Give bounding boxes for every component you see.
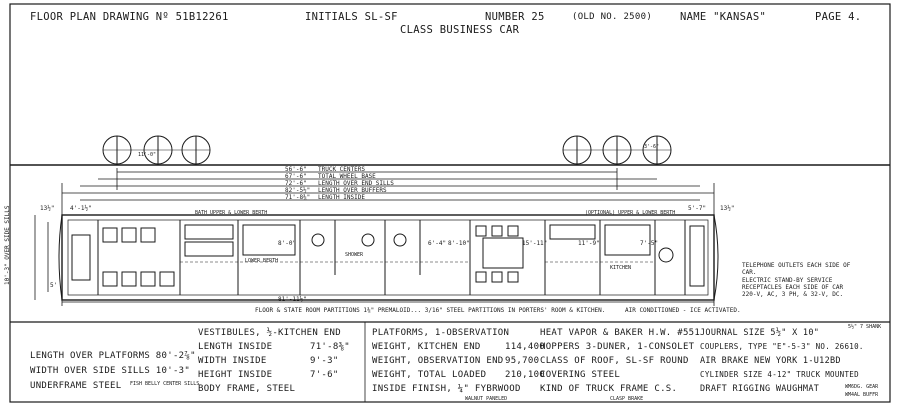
dim-11-9: 11'-9" xyxy=(578,240,600,247)
wheel-base-total-value: 67'-6" xyxy=(285,173,307,180)
buffers-label: LENGTH OVER BUFFERS xyxy=(318,187,387,194)
spec-air-brake: AIR BRAKE NEW YORK 1-U12BD xyxy=(700,356,841,366)
spec-buffer-note: WM4AL BUFFR xyxy=(845,392,879,398)
spec-weight-kitchen: WEIGHT, KITCHEN END xyxy=(372,342,481,352)
truck-centers-label: TRUCK CENTERS xyxy=(318,166,365,173)
dim-8-0: 8'-0" xyxy=(278,240,297,247)
dim-15-11: 15'-11" xyxy=(522,240,548,247)
wheel-base-total-label: TOTAL WHEEL BASE xyxy=(318,173,376,180)
spec-weight-kitchen-value: 114,400 xyxy=(505,342,546,352)
side-sills-label: 10'-3" OVER SIDE SILLS xyxy=(4,205,11,285)
initials: INITIALS SL-SF xyxy=(305,11,398,23)
dim-5: 5' xyxy=(50,282,58,289)
dimension-lines xyxy=(34,168,715,306)
spec-gear-note: WM6DG. GEAR xyxy=(845,384,879,390)
spec-height-inside: HEIGHT INSIDE xyxy=(198,370,273,380)
page-number: PAGE 4. xyxy=(815,11,862,23)
spec-width-inside: WIDTH INSIDE xyxy=(198,356,267,366)
berth-right-label: (OPTIONAL) UPPER & LOWER BERTH xyxy=(585,210,676,216)
spec-width-inside-value: 9'-3" xyxy=(310,356,339,366)
spec-underframe: UNDERFRAME STEEL xyxy=(30,381,122,391)
kitchen-label: KITCHEN xyxy=(610,265,632,271)
spec-length-inside: LENGTH INSIDE xyxy=(198,342,273,352)
spec-vestibules: VESTIBULES, ½-KITCHEN END xyxy=(198,328,341,338)
spec-cylinder: CYLINDER SIZE 4-12" TRUCK MOUNTED xyxy=(700,370,859,379)
air-note: AIR CONDITIONED - ICE ACTIVATED. xyxy=(625,307,741,314)
shower-label: SHOWER xyxy=(345,252,364,258)
side-right-dim: 13½" xyxy=(720,205,735,212)
spec-width-over-side-sills: WIDTH OVER SIDE SILLS 10'-3" xyxy=(30,366,191,376)
telephone-note-2: CAR. xyxy=(742,269,757,276)
vestibule-left-dim: 4'-1½" xyxy=(70,205,92,212)
spec-inside-finish: INSIDE FINISH, ¼" FYBRWOOD xyxy=(372,384,521,394)
dim-7-5: 7'-5" xyxy=(640,240,659,247)
vestibule-right-dim: 5'-7" xyxy=(688,205,707,212)
old-number: (OLD NO. 2500) xyxy=(572,12,653,22)
spec-platforms: PLATFORMS, 1-OBSERVATION xyxy=(372,328,510,338)
spec-couplers: COUPLERS, TYPE "E"-5-3" NO. 26610. xyxy=(700,342,864,351)
buffers-value: 82'-5½" xyxy=(285,187,311,194)
berth-left-label: BATH UPPER & LOWER BERTH xyxy=(195,210,268,216)
lower-dimension: 81'-11½" xyxy=(278,296,307,303)
car-body-plan xyxy=(58,214,719,301)
left-truck xyxy=(102,135,211,165)
spec-weight-observation-value: 95,700 xyxy=(505,356,540,366)
drawing-number: FLOOR PLAN DRAWING Nº 51B12261 xyxy=(30,11,229,23)
spec-table-lines xyxy=(10,321,890,402)
length-inside-value: 71'-8⅜" xyxy=(285,194,311,201)
car-class: CLASS BUSINESS CAR xyxy=(400,24,520,36)
wheel-base-label: 11'-0" xyxy=(138,152,157,158)
end-sills-label: LENGTH OVER END SILLS xyxy=(318,180,394,187)
spec-clasp-brake-note: CLASP BRAKE xyxy=(610,396,644,402)
truck-centers-value: 56'-6" xyxy=(285,166,307,173)
side-left-dim: 13½" xyxy=(40,205,55,212)
spec-weight-total-value: 210,100 xyxy=(505,370,546,380)
car-name: NAME "KANSAS" xyxy=(680,11,767,23)
drawing-frame xyxy=(9,3,891,403)
spec-covering: COVERING STEEL xyxy=(540,370,621,380)
right-truck xyxy=(562,135,672,165)
spec-heat: HEAT VAPOR & BAKER H.W. #551 xyxy=(540,328,701,338)
end-sills-value: 72'-6" xyxy=(285,180,307,187)
spec-hoppers: HOPPERS 3-DUNER, 1-CONSOLET xyxy=(540,342,695,352)
length-inside-label: LENGTH INSIDE xyxy=(318,194,365,201)
electric-note-3: 220-V, AC, 3 PH, & 32-V, DC. xyxy=(742,291,844,298)
partitions-note: FLOOR & STATE ROOM PARTITIONS 1⅜" PREMAL… xyxy=(255,307,606,314)
telephone-note-1: TELEPHONE OUTLETS EACH SIDE OF xyxy=(742,262,851,269)
spec-length-inside-value: 71'-8⅜" xyxy=(310,342,351,352)
spec-shank-note: 5½" 7 SHANK xyxy=(848,324,882,330)
spec-fish-belly-note: FISH BELLY CENTER SILLS xyxy=(130,381,200,387)
spec-length-over-platforms: LENGTH OVER PLATFORMS 80'-2⅞" xyxy=(30,351,196,361)
spec-body-frame: BODY FRAME, STEEL xyxy=(198,384,296,394)
dim-6-4: 6'-4" xyxy=(428,240,447,247)
spec-weight-observation: WEIGHT, OBSERVATION END xyxy=(372,356,504,366)
spec-weight-total: WEIGHT, TOTAL LOADED xyxy=(372,370,487,380)
electric-note-1: ELECTRIC STAND-BY SERVICE xyxy=(742,277,833,284)
spec-truck-frame: KIND OF TRUCK FRAME C.S. xyxy=(540,384,678,394)
spec-height-inside-value: 7'-6" xyxy=(310,370,339,380)
spec-roof-class: CLASS OF ROOF, SL-SF ROUND xyxy=(540,356,689,366)
spec-draft-rigging: DRAFT RIGGING WAUGHMAT xyxy=(700,384,820,394)
car-number: NUMBER 25 xyxy=(485,11,545,23)
lower-berth-label: LOWER BERTH xyxy=(245,258,279,264)
electric-note-2: RECEPTACLES EACH SIDE OF CAR xyxy=(742,284,844,291)
spec-walnut-note: WALNUT PANELED xyxy=(465,396,508,402)
spec-journal: JOURNAL SIZE 5½" X 10" xyxy=(700,328,820,338)
dim-8-10: 8'-10" xyxy=(448,240,470,247)
wheel-diameter-label: 3'-6" xyxy=(644,144,660,150)
